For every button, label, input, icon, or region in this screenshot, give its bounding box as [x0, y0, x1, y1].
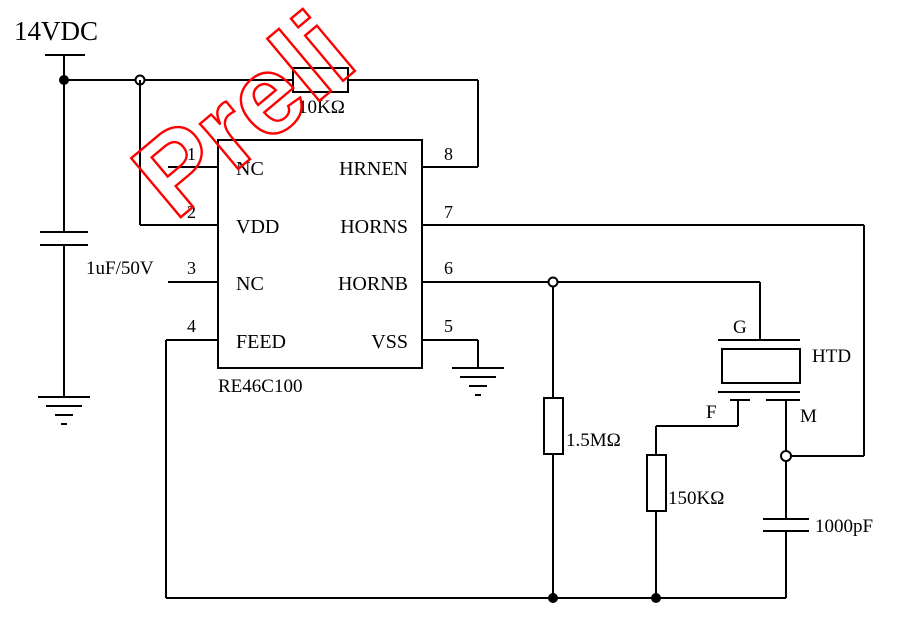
feed-junction-2 [651, 593, 661, 603]
capacitor-1000pf [763, 518, 809, 532]
pin-number-2: 2 [187, 202, 196, 222]
ic-re46c100 [217, 139, 423, 369]
ic-part-number: RE46C100 [218, 376, 302, 397]
resistor-10k [292, 67, 349, 93]
horns-junction [780, 450, 792, 462]
pin-name-vss: VSS [371, 331, 408, 353]
pin-name-nc-1: NC [236, 158, 264, 180]
pin-name-feed: FEED [236, 331, 286, 353]
htd-f-label: F [706, 402, 717, 423]
pin-number-6: 6 [444, 258, 453, 278]
pin-name-nc-3: NC [236, 273, 264, 295]
pin-name-hornb: HORNB [338, 273, 408, 295]
supply-capacitor-label: 1uF/50V [86, 258, 154, 279]
resistor-150k [646, 454, 667, 512]
pin-number-4: 4 [187, 316, 196, 336]
supply-capacitor [40, 80, 88, 397]
htd-m-label: M [800, 406, 817, 427]
ground-symbol-vss [452, 367, 504, 396]
htd-transducer [718, 339, 801, 401]
htd-g-label: G [733, 317, 747, 338]
capacitor-1000pf-label: 1000pF [815, 516, 873, 537]
pin-number-8: 8 [444, 144, 453, 164]
resistor-1m5-label: 1.5MΩ [566, 430, 621, 451]
resistor-150k-label: 150KΩ [668, 488, 724, 509]
pin-name-hrnen: HRNEN [339, 158, 408, 180]
resistor-10k-label: 10KΩ [298, 97, 345, 118]
ground-symbol-left [38, 396, 90, 425]
pin-number-1: 1 [187, 144, 196, 164]
feed-junction-1 [548, 593, 558, 603]
resistor-1m5 [543, 397, 564, 455]
pin-number-5: 5 [444, 316, 453, 336]
pin-name-horns: HORNS [340, 216, 408, 238]
pin-number-7: 7 [444, 202, 453, 222]
hornb-junction [547, 276, 559, 288]
pin-name-vdd: VDD [236, 216, 279, 238]
pin-number-3: 3 [187, 258, 196, 278]
supply-label: 14VDC [14, 16, 98, 46]
htd-label: HTD [812, 346, 851, 367]
